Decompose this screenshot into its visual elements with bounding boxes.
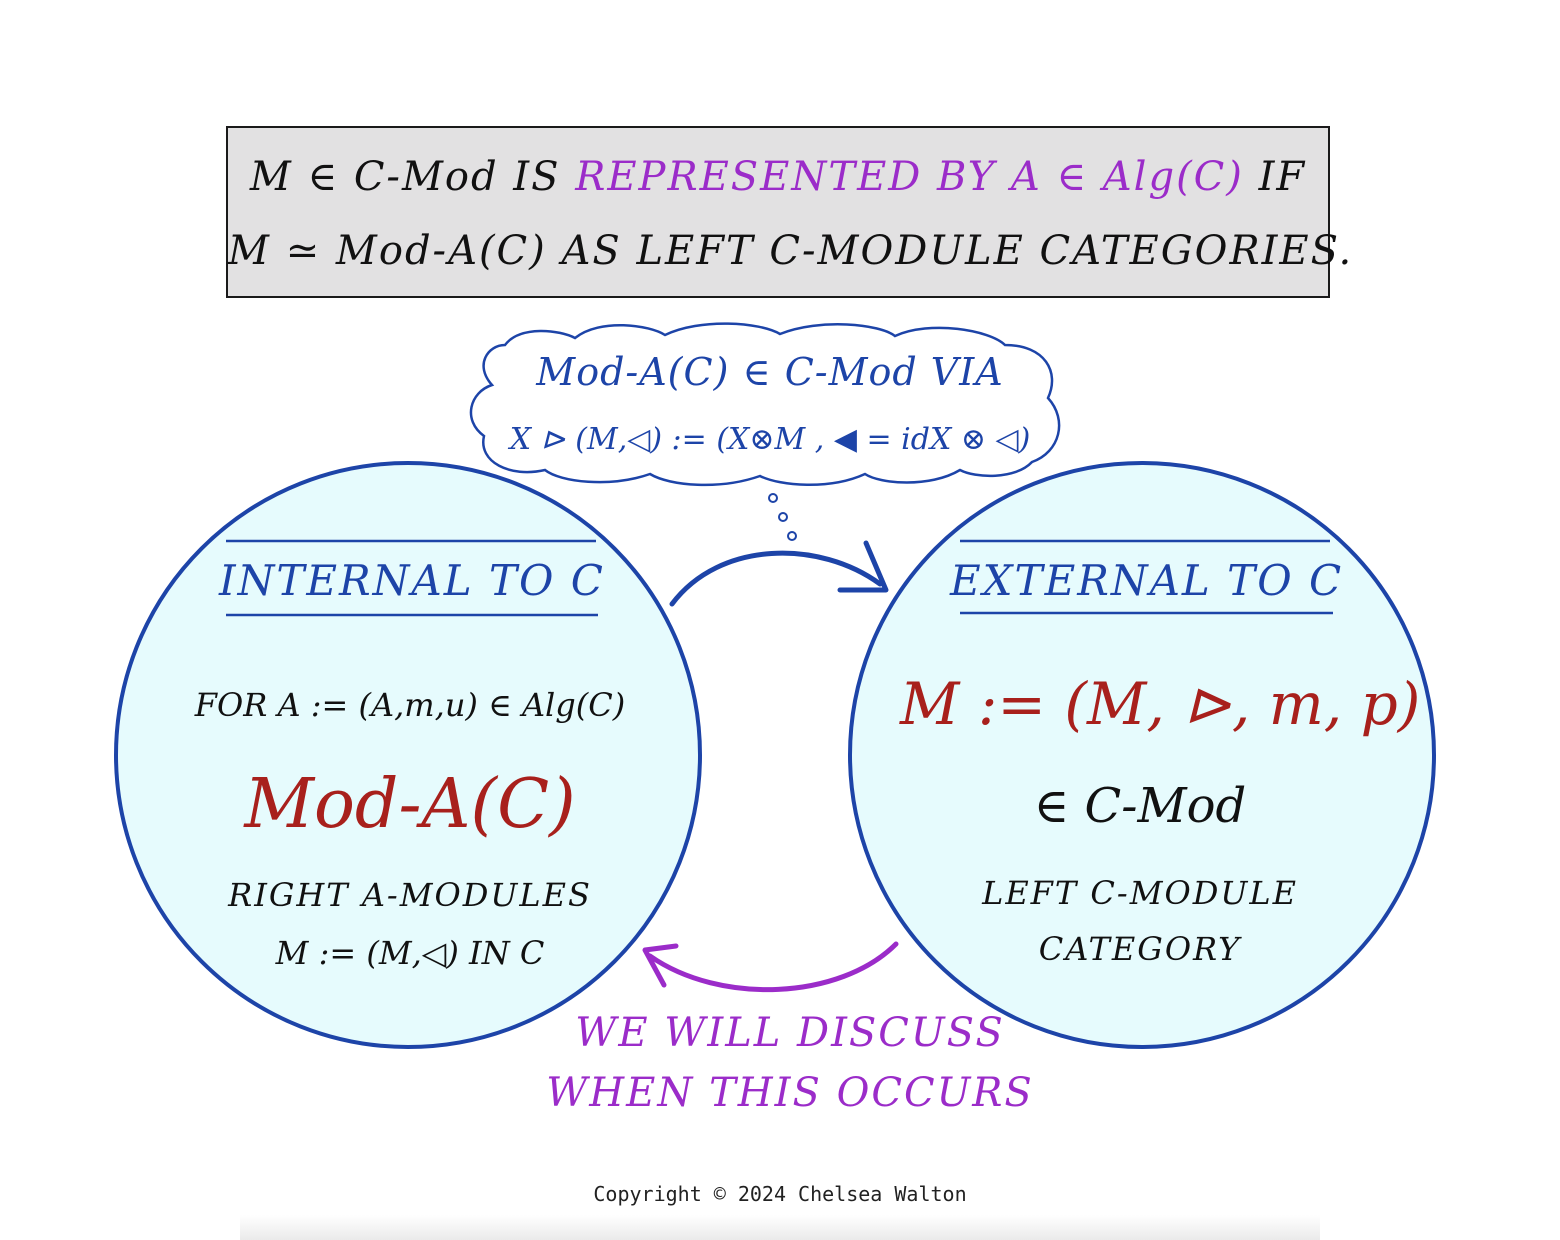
definition-line-1: M ∈ C-Mod IS REPRESENTED BY A ∈ Alg(C) I…: [228, 154, 1328, 200]
footer-shadow: [240, 1215, 1320, 1240]
definition-text-a: M ∈ C-Mod IS: [249, 154, 576, 200]
thought-bubble-2: [778, 512, 788, 522]
thought-bubble-1: [768, 493, 778, 503]
bottom-note-line-1: WE WILL DISCUSS: [575, 1010, 1005, 1056]
right-category-line-1: LEFT C-MODULE: [982, 874, 1298, 912]
definition-highlight: REPRESENTED BY A ∈ Alg(C): [575, 154, 1244, 200]
thought-cloud-shape: [469, 322, 1061, 487]
definition-line-2: M ≃ Mod-A(C) AS LEFT C-MODULE CATEGORIES…: [228, 228, 1354, 274]
definition-box: M ∈ C-Mod IS REPRESENTED BY A ∈ Alg(C) I…: [226, 126, 1354, 298]
bottom-arrow-head: [642, 943, 679, 988]
bottom-note-line-2: WHEN THIS OCCURS: [546, 1070, 1034, 1116]
definition-text-c: IF: [1243, 154, 1307, 200]
right-module-tuple: M := (M, ⊳, m, p): [900, 670, 1421, 738]
right-circle: [848, 461, 1436, 1049]
top-arrow: [669, 550, 883, 607]
left-title: Mod-A(C): [244, 765, 576, 844]
top-arrow-head: [837, 540, 889, 593]
left-heading: INTERNAL TO C: [219, 556, 605, 605]
thought-cloud-line-2: X ⊳ (M,◁) := (X⊗M , ◀ = idX ⊗ ◁): [509, 422, 1031, 457]
left-module-def: M := (M,◁) IN C: [275, 934, 545, 972]
thought-bubble-3: [787, 531, 797, 541]
left-modules-line: RIGHT A-MODULES: [228, 876, 592, 914]
right-membership: ∈ C-Mod: [1033, 778, 1247, 834]
thought-cloud-line-1: Mod-A(C) ∈ C-Mod VIA: [536, 350, 1004, 394]
left-circle: [114, 461, 702, 1049]
right-category-line-2: CATEGORY: [1038, 930, 1242, 968]
right-heading: EXTERNAL TO C: [950, 556, 1344, 605]
bottom-arrow: [647, 941, 899, 993]
left-algebra-line: FOR A := (A,m,u) ∈ Alg(C): [194, 686, 626, 724]
copyright-text: Copyright © 2024 Chelsea Walton: [593, 1182, 967, 1206]
